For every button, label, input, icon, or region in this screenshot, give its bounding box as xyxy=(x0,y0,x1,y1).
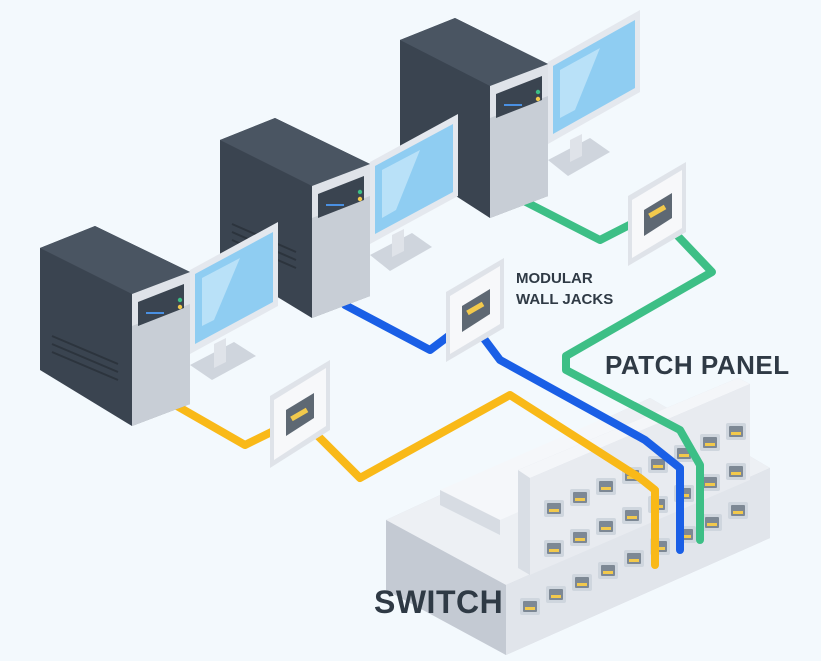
switch-label: SWITCH xyxy=(374,584,504,620)
computer-3 xyxy=(400,10,640,218)
modular-wall-jacks-label-line2: WALL JACKS xyxy=(516,291,614,308)
cable-yellow xyxy=(166,391,659,569)
wall-jack-3 xyxy=(628,162,686,266)
computer-1 xyxy=(40,222,278,426)
cable-blue xyxy=(341,301,684,554)
modular-wall-jacks-label: MODULAR WALL JACKS xyxy=(516,268,613,310)
patch-panel-label: PATCH PANEL xyxy=(605,350,790,380)
wall-jack-1 xyxy=(270,360,330,468)
wall-jack-2 xyxy=(446,258,504,362)
cable-green xyxy=(518,196,716,544)
modular-wall-jacks-label-line1: MODULAR xyxy=(516,270,593,287)
cables xyxy=(166,196,716,569)
